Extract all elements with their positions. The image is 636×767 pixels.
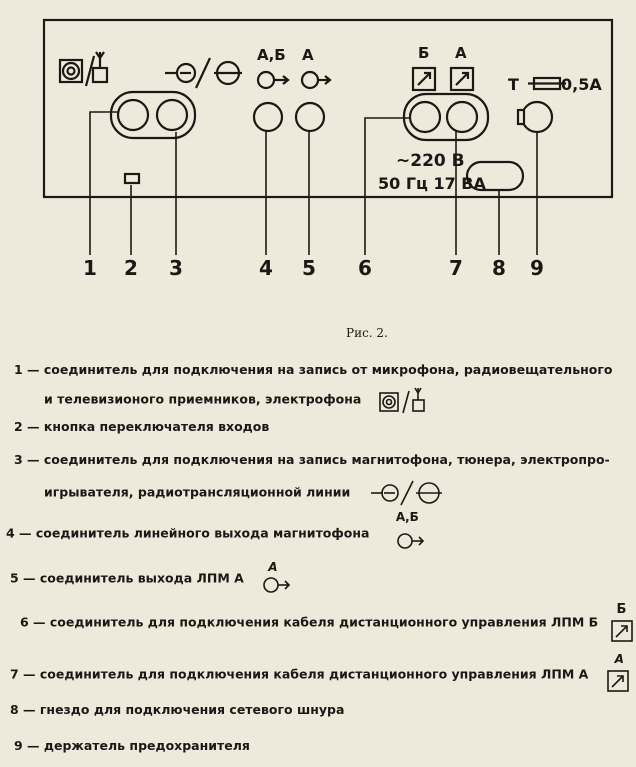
connector-7 bbox=[445, 100, 479, 134]
callout-2: 2 bbox=[124, 256, 138, 280]
icon-label-b: Б bbox=[616, 602, 627, 617]
callout-6: 6 bbox=[358, 256, 372, 280]
callout-9: 9 bbox=[530, 256, 544, 280]
legend-line: 8 — гнездо для подключения сетевого шнур… bbox=[10, 702, 345, 717]
label-frequency: 50 Гц 17 ВА bbox=[378, 174, 486, 193]
panel-frame bbox=[42, 18, 614, 199]
line-out-a-icon bbox=[263, 577, 291, 593]
callout-1: 1 bbox=[83, 256, 97, 280]
connector-4 bbox=[252, 101, 284, 133]
callout-8: 8 bbox=[492, 256, 506, 280]
legend-line: игрывателя, радиотрансляционной линии bbox=[44, 484, 351, 500]
legend-item-6: 6 — соединитель для подключения кабеля д… bbox=[20, 602, 633, 642]
legend-line: 7 — соединитель для подключения кабеля д… bbox=[10, 666, 589, 682]
fuse-holder-9 bbox=[520, 100, 554, 134]
label-ab: А,Б bbox=[257, 46, 286, 64]
input-switch-2 bbox=[123, 172, 141, 185]
callout-4: 4 bbox=[259, 256, 273, 280]
figure-caption: Рис. 2. bbox=[346, 326, 388, 340]
connector-3 bbox=[155, 98, 189, 132]
legend-line: и телевизионого приемников, электрофона bbox=[44, 391, 362, 407]
legend-item-7: 7 — соединитель для подключения кабеля д… bbox=[10, 652, 629, 692]
label-t: Т bbox=[508, 75, 519, 94]
legend-line: 9 — держатель предохранителя bbox=[14, 738, 250, 753]
leader-lines bbox=[89, 111, 538, 255]
label-b: Б bbox=[418, 44, 429, 62]
fuse-icon bbox=[528, 76, 566, 91]
legend-line: 1 — соединитель для подключения на запис… bbox=[14, 362, 613, 377]
mains-socket-8 bbox=[465, 160, 525, 192]
legend-line: 2 — кнопка переключателя входов bbox=[14, 419, 270, 434]
mic-radio-icon bbox=[58, 51, 109, 87]
legend-item-3: 3 — соединитель для подключения на запис… bbox=[14, 452, 610, 507]
label-a2: А bbox=[455, 44, 467, 62]
remote-b-icon bbox=[411, 66, 437, 92]
line-out-ab-icon bbox=[397, 533, 424, 549]
remote-a-icon bbox=[449, 66, 475, 92]
connector-5 bbox=[294, 101, 326, 133]
legend-item-1: 1 — соединитель для подключения на запис… bbox=[14, 362, 612, 415]
connector-group-6-7 bbox=[402, 92, 490, 142]
legend-item-5: 5 — соединитель выхода ЛПМ А А bbox=[10, 560, 292, 593]
legend-item-4: 4 — соединитель линейного выхода магнито… bbox=[6, 510, 426, 549]
tape-tuner-icon bbox=[165, 57, 242, 89]
label-voltage: ~220 В bbox=[396, 151, 465, 171]
legend-item-2: 2 — кнопка переключателя входов bbox=[14, 419, 269, 434]
label-fuse: 0,5А bbox=[561, 75, 602, 94]
legend-line: 4 — соединитель линейного выхода магнито… bbox=[6, 525, 370, 541]
icon-label-a: А bbox=[268, 560, 278, 574]
legend-item-9: 9 — держатель предохранителя bbox=[14, 738, 250, 753]
icon-label-ab: А,Б bbox=[395, 510, 419, 524]
icon-label-a2: А bbox=[614, 652, 624, 666]
tape-tuner-icon bbox=[370, 480, 442, 506]
callout-5: 5 bbox=[302, 256, 316, 280]
remote-a-icon bbox=[606, 670, 629, 692]
connector-group-1-3 bbox=[109, 90, 197, 140]
line-out-a-icon bbox=[300, 70, 332, 90]
legend-line: 3 — соединитель для подключения на запис… bbox=[14, 452, 610, 467]
remote-b-icon bbox=[610, 620, 633, 642]
legend-item-8: 8 — гнездо для подключения сетевого шнур… bbox=[10, 702, 344, 717]
legend-line: 6 — соединитель для подключения кабеля д… bbox=[20, 614, 599, 630]
mic-radio-icon bbox=[378, 387, 425, 414]
callout-7: 7 bbox=[449, 256, 463, 280]
callout-3: 3 bbox=[169, 256, 183, 280]
legend-line: 5 — соединитель выхода ЛПМ А bbox=[10, 570, 244, 586]
line-out-ab-icon bbox=[256, 70, 290, 90]
label-a: А bbox=[302, 46, 314, 64]
connector-1 bbox=[116, 98, 150, 132]
rear-panel-diagram: А,Б А Б А Т 0,5А ~220 В 50 Гц 17 ВА bbox=[42, 18, 614, 255]
connector-6 bbox=[408, 100, 442, 134]
